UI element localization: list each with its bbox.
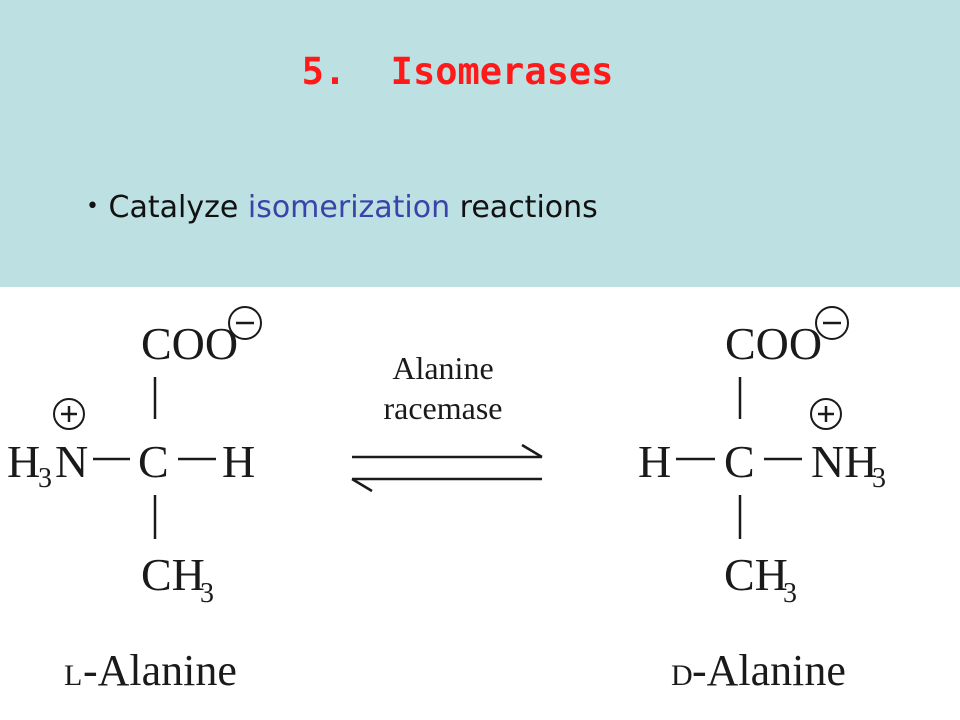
d-carboxylate-minus-charge-icon [815,306,849,340]
d-methyl-subscript: 3 [783,578,797,609]
d-amine-group: NH [811,436,877,487]
bullet-rest: reactions [459,190,598,225]
l-carboxylate-minus-charge-icon [228,306,262,340]
reverse-arrow-icon [351,477,542,493]
l-amine-n: N [55,436,88,487]
slide-header: 5. Isomerases • Catalyze isomerization r… [0,0,960,287]
l-amine-h: H [7,436,40,487]
l-amine-plus-charge-icon [53,398,85,430]
bullet-verb: Catalyze [108,190,239,225]
slide-title: 5. Isomerases [301,50,614,93]
enzyme-name-line2: racemase [383,390,502,426]
forward-arrow-icon [352,443,543,459]
equilibrium-arrows: Alanine racemase [351,350,543,493]
d-amine-plus-charge-icon [810,398,842,430]
l-alanine-structure: COO H 3 N C H CH 3 L -Alanine [7,306,262,695]
d-amine-subscript: 3 [872,463,886,494]
racemase-reaction-diagram: COO H 3 N C H CH 3 L -Alanine Alanine ra… [7,306,886,695]
d-prefix: D [671,659,693,692]
d-alanine-label: -Alanine [692,646,846,695]
l-methyl-subscript: 3 [200,578,214,609]
bullet-dot-icon: • [86,194,99,219]
d-carboxylate-group: COO [725,318,822,369]
l-alanine-label: -Alanine [83,646,237,695]
bullet-point: • Catalyze isomerization reactions [86,190,598,225]
l-methyl-group: CH [141,549,205,600]
enzyme-name-line1: Alanine [392,350,493,386]
l-prefix: L [64,659,82,692]
l-amine-subscript: 3 [38,463,52,494]
d-alpha-carbon: C [724,436,755,487]
d-hydrogen: H [638,436,671,487]
l-alpha-carbon: C [138,436,169,487]
l-carboxylate-group: COO [141,318,238,369]
l-hydrogen: H [222,436,255,487]
d-methyl-group: CH [724,549,788,600]
bullet-highlight: isomerization [247,190,451,225]
d-alanine-structure: COO H C NH 3 CH 3 D -Alanine [638,306,886,695]
